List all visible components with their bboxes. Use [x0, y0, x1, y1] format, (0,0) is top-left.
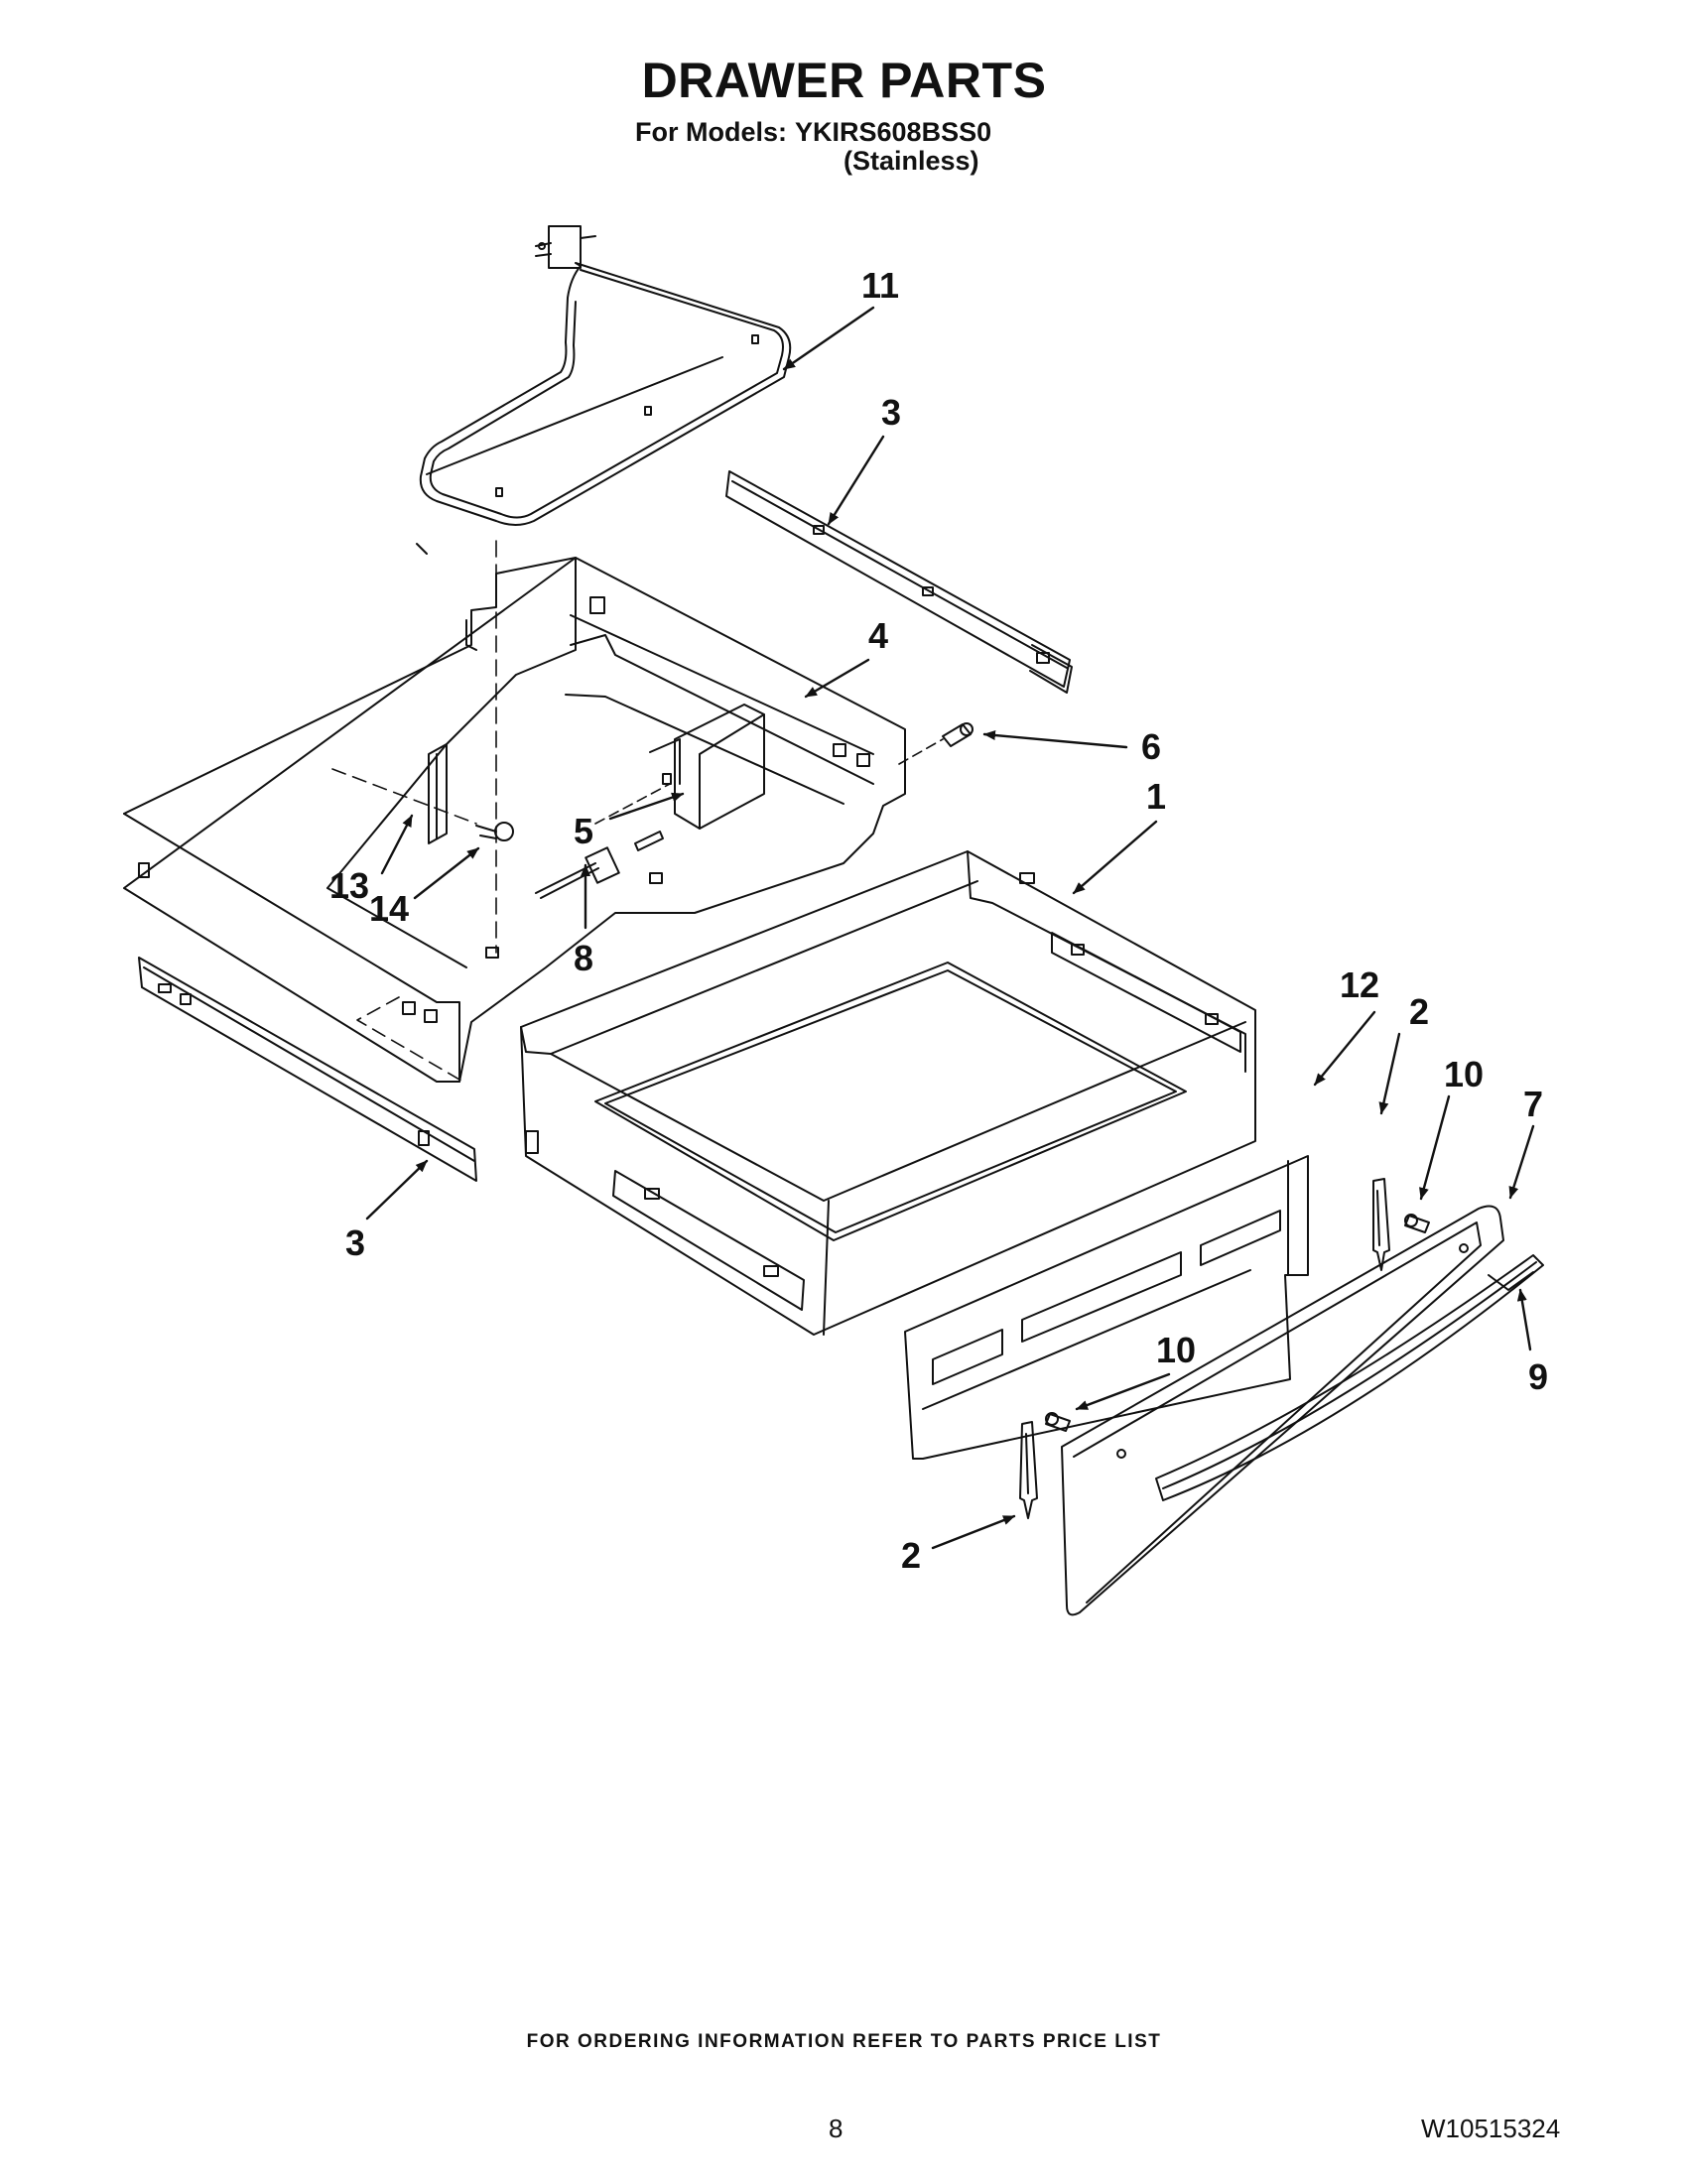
model-finish: (Stainless) [844, 146, 979, 176]
callout-1: 1 [1146, 776, 1166, 817]
callout-9: 9 [1528, 1356, 1548, 1397]
callout-10-upper: 10 [1444, 1054, 1484, 1094]
page-title: DRAWER PARTS [641, 53, 1047, 108]
callout-3-bottom: 3 [345, 1222, 365, 1263]
callout-4: 4 [868, 615, 888, 656]
screw-part [475, 822, 514, 841]
rail-top-part [725, 470, 1073, 694]
callout-14: 14 [369, 888, 409, 929]
model-line: For Models: YKIRS608BSS0 [635, 117, 991, 148]
callout-2-lower: 2 [901, 1535, 921, 1576]
drawer-front-part [1061, 1205, 1504, 1616]
document-number: W10515324 [1421, 2114, 1561, 2143]
models-label: For Models: [635, 117, 787, 147]
rail-bottom-part [138, 957, 477, 1182]
callout-6: 6 [1141, 726, 1161, 767]
handle-part [1155, 1254, 1544, 1501]
ordering-note: FOR ORDERING INFORMATION REFER TO PARTS … [526, 2031, 1162, 2052]
drawer-cavity-part [123, 557, 906, 1083]
glide-lower-part [1019, 1421, 1038, 1519]
mount-slot [485, 947, 499, 959]
inner-panel-part [904, 1155, 1309, 1460]
page-number: 8 [829, 2114, 844, 2143]
callout-7: 7 [1523, 1084, 1543, 1124]
callout-3-top: 3 [881, 392, 901, 433]
glide-upper-part [1372, 1178, 1390, 1271]
callout-13: 13 [329, 865, 369, 906]
callout-10-lower: 10 [1156, 1330, 1196, 1370]
callout-11: 11 [861, 265, 899, 306]
sensor-part [535, 831, 664, 899]
model-number: YKIRS608BSS0 [795, 117, 992, 147]
drawer-body-part [520, 850, 1256, 1336]
callout-2-upper: 2 [1409, 991, 1429, 1032]
screw-6-part [942, 722, 974, 747]
callout-8: 8 [574, 938, 593, 978]
bake-element-part [416, 225, 792, 555]
screw-10-lower-part [1045, 1412, 1071, 1432]
callout-arrows [365, 306, 1535, 1550]
screw-10-upper-part [1404, 1214, 1430, 1233]
callout-5: 5 [574, 811, 593, 851]
callout-12: 12 [1340, 964, 1379, 1005]
